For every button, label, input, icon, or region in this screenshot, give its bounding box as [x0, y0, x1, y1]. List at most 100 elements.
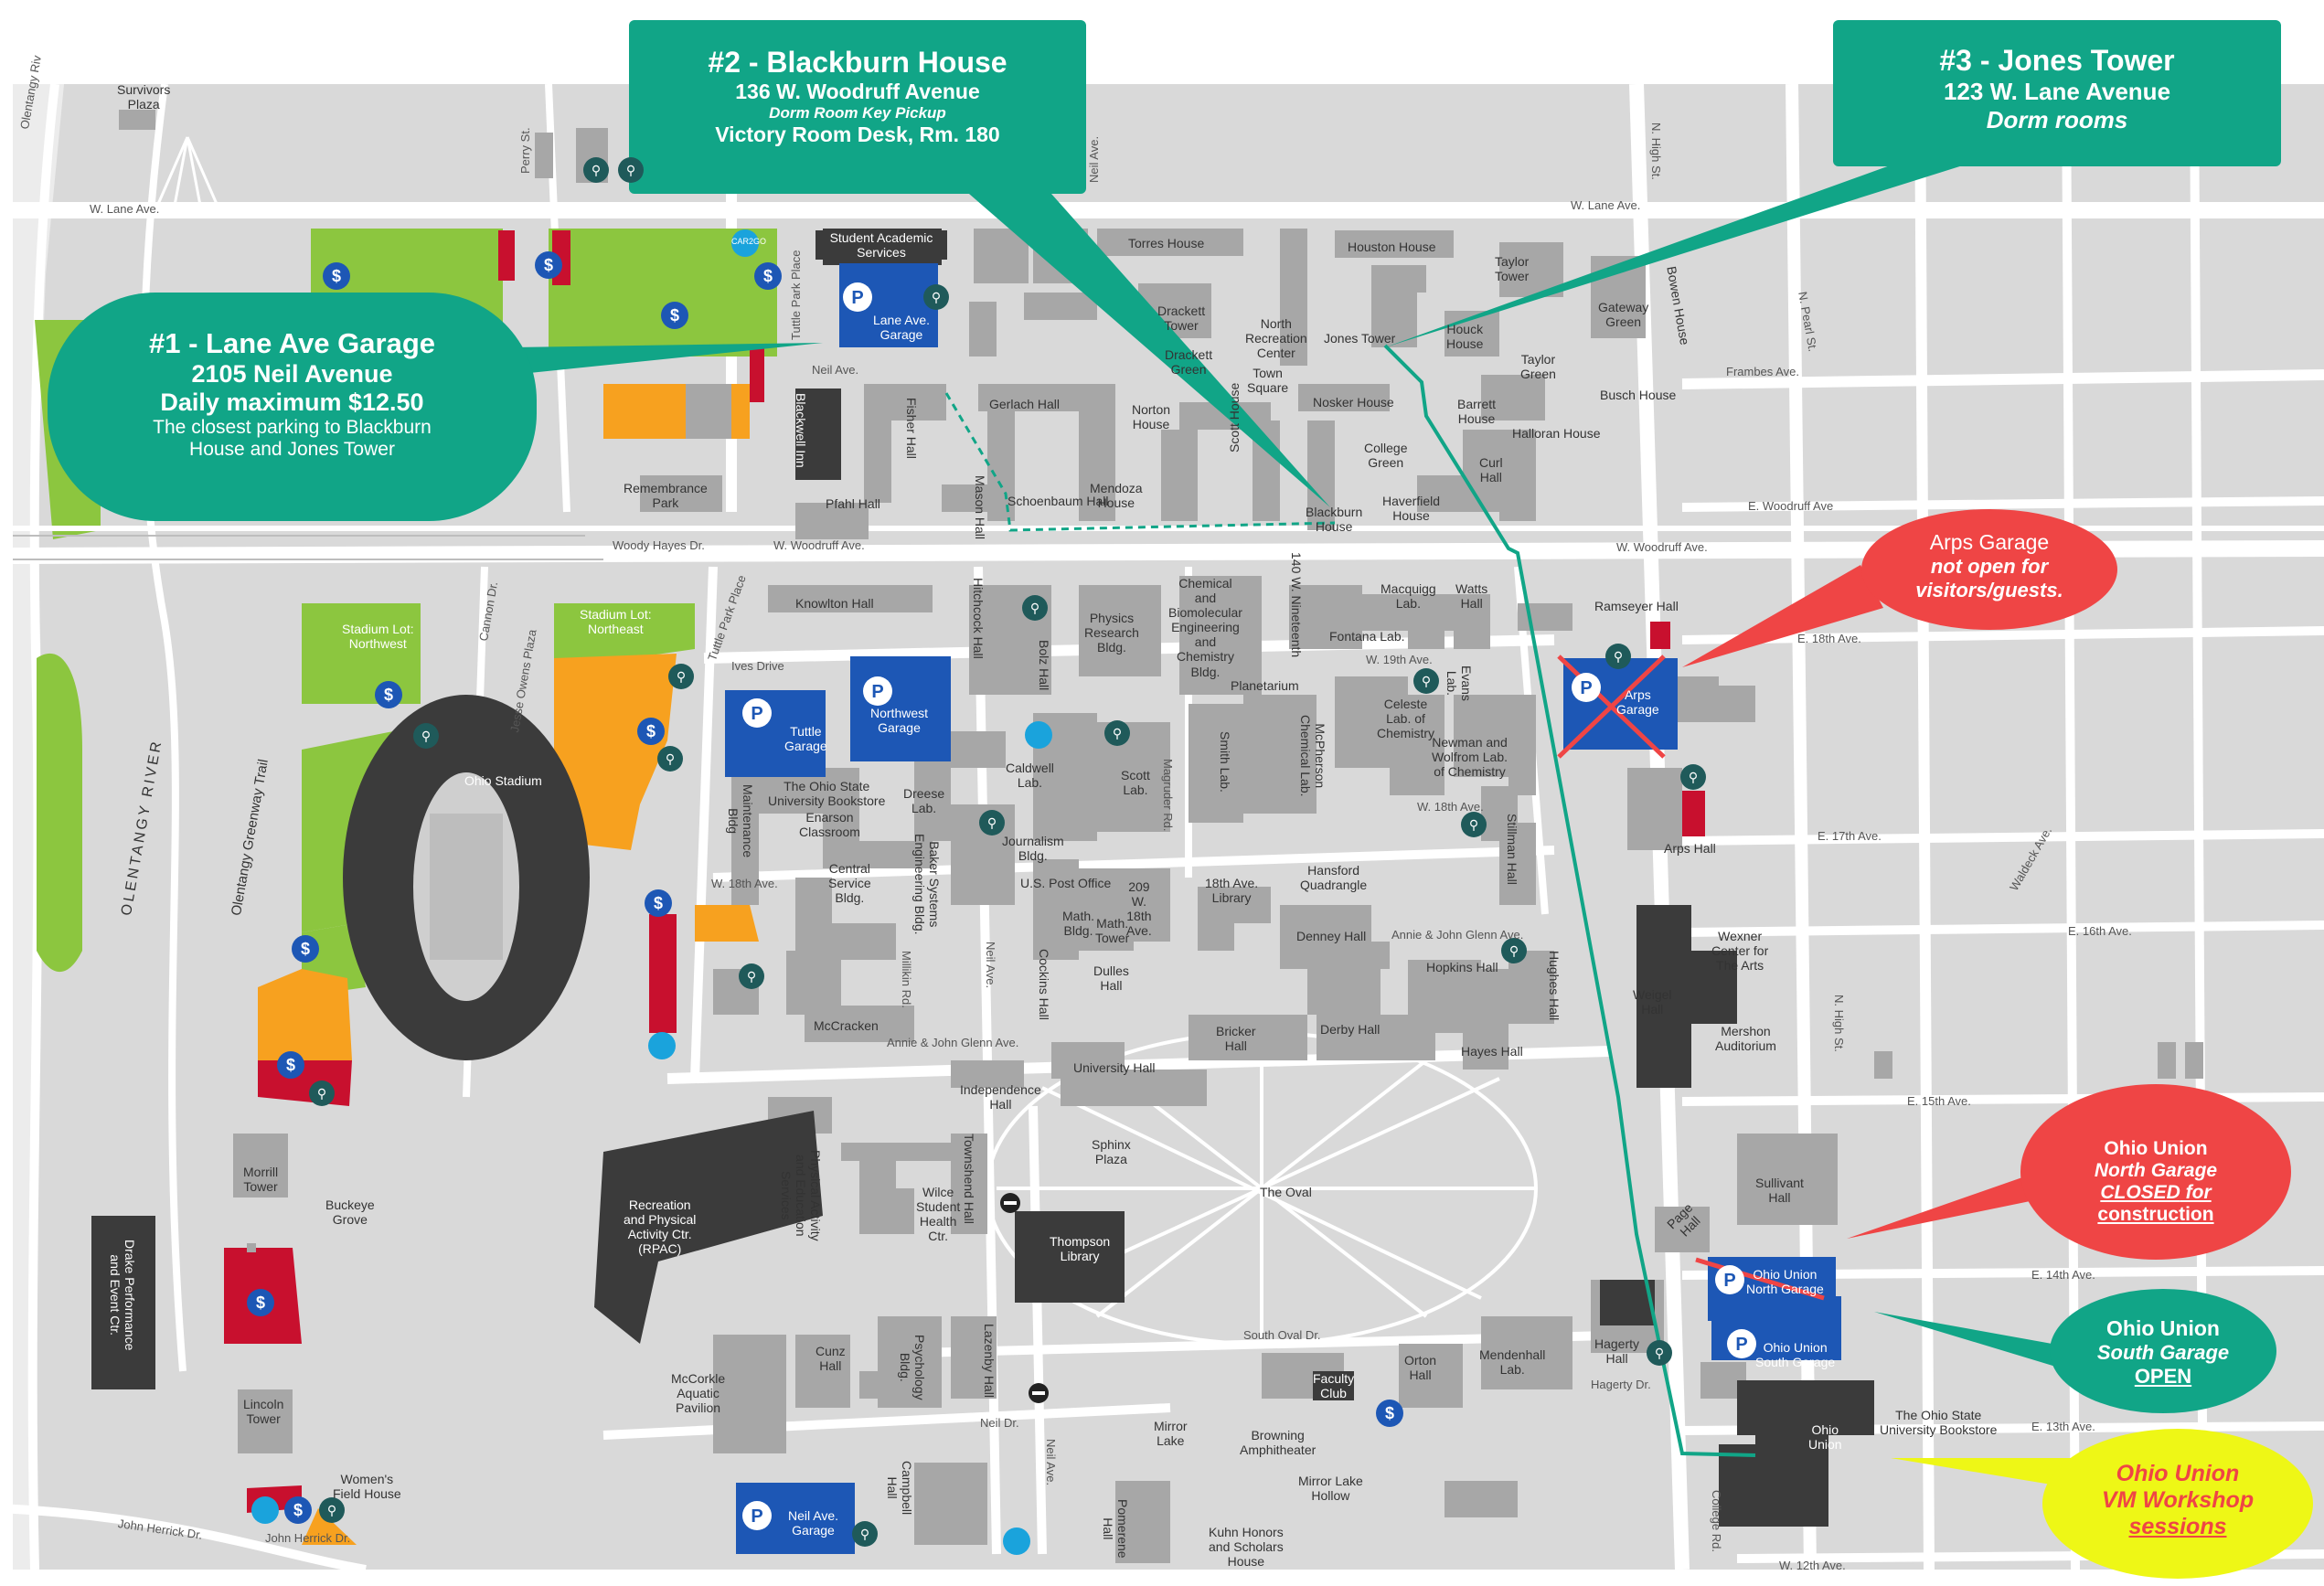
- carshare-icon: [731, 229, 759, 257]
- vm-line2: VM Workshop: [2101, 1487, 2255, 1513]
- walking-route-garage-to-blackburn: [944, 392, 1336, 532]
- svg-text:$: $: [646, 722, 656, 740]
- dollar-icon: $: [535, 251, 562, 279]
- svg-text:⚲: ⚲: [1689, 771, 1698, 785]
- carshare-icon: [1025, 721, 1052, 749]
- dollar-icon: $: [1376, 1400, 1403, 1427]
- parking-icon: P: [1715, 1265, 1744, 1294]
- callout1-address: 2105 Neil Avenue: [191, 360, 393, 388]
- south-line3: OPEN: [2134, 1365, 2192, 1388]
- motorcycle-icon: ⚲: [923, 284, 949, 310]
- dollar-icon: $: [661, 302, 688, 329]
- no-entry-icon: [1029, 1383, 1049, 1403]
- pedestrian-bridge: [137, 136, 238, 212]
- callout1-pointer: [512, 343, 823, 375]
- motorcycle-icon: ⚲: [618, 157, 644, 183]
- svg-text:⚲: ⚲: [626, 164, 635, 178]
- carshare-icon: [1003, 1527, 1030, 1555]
- motorcycle-icon: ⚲: [413, 723, 439, 749]
- svg-text:⚲: ⚲: [1509, 944, 1519, 959]
- callout-vm-workshop-text: Ohio Union VM Workshop sessions: [2042, 1461, 2313, 1540]
- dollar-icon: $: [284, 1496, 312, 1524]
- motorcycle-icon: ⚲: [852, 1521, 878, 1547]
- svg-text:⚲: ⚲: [987, 816, 997, 831]
- dollar-icon: $: [375, 681, 402, 708]
- callout2-pointer: [969, 194, 1330, 507]
- svg-text:⚲: ⚲: [317, 1087, 326, 1102]
- vm-line3: sessions: [2128, 1514, 2227, 1539]
- svg-text:P: P: [751, 1506, 762, 1527]
- callout3-title: #3 - Jones Tower: [1939, 44, 2175, 77]
- svg-text:$: $: [1385, 1404, 1394, 1422]
- dollar-icon: $: [292, 935, 319, 963]
- svg-text:⚲: ⚲: [860, 1527, 869, 1542]
- carshare-icon: [648, 1032, 676, 1059]
- arps-line2: not open for: [1930, 555, 2049, 578]
- svg-text:⚲: ⚲: [1422, 675, 1431, 689]
- svg-text:P: P: [1723, 1271, 1735, 1291]
- svg-text:$: $: [544, 256, 553, 274]
- north-closed: CLOSED: [2100, 1182, 2180, 1203]
- motorcycle-icon: ⚲: [1022, 595, 1048, 621]
- callout-north-garage: [2020, 1084, 2291, 1260]
- motorcycle-icon: ⚲: [1104, 720, 1130, 746]
- svg-text:P: P: [1580, 678, 1592, 698]
- motorcycle-icon: ⚲: [1501, 938, 1527, 963]
- parking-icon: P: [863, 676, 892, 706]
- parking-icon: P: [1572, 673, 1601, 702]
- callout-blackburn-house-text: #2 - Blackburn House 136 W. Woodruff Ave…: [629, 46, 1086, 147]
- callout2-note: Dorm Room Key Pickup: [769, 104, 946, 122]
- svg-text:⚲: ⚲: [677, 670, 686, 685]
- callout-south-garage: [2050, 1289, 2276, 1413]
- north-line2: North Garage: [2094, 1160, 2218, 1181]
- motorcycle-icon: ⚲: [1605, 644, 1631, 669]
- callout3-note: Dorm rooms: [1986, 106, 2128, 133]
- motorcycle-icon: ⚲: [739, 963, 764, 989]
- svg-text:⚲: ⚲: [1655, 1347, 1664, 1361]
- motorcycle-icon: ⚲: [1647, 1340, 1672, 1366]
- arps-closed-x: [1557, 655, 1666, 759]
- callout-arps: [1861, 509, 2117, 630]
- parking-icon: P: [742, 698, 772, 728]
- vm-line1: Ohio Union: [2116, 1461, 2240, 1486]
- callout-blackburn-house: [629, 20, 1086, 194]
- svg-text:P: P: [751, 704, 762, 724]
- tuttle-garage: [725, 690, 826, 777]
- south-pointer: [1874, 1312, 2107, 1382]
- dollar-icon: $: [247, 1289, 274, 1316]
- callout-jones-tower: [1833, 20, 2281, 166]
- dollar-icon: $: [754, 262, 782, 290]
- dollar-icon: $: [637, 718, 665, 745]
- svg-text:$: $: [286, 1056, 295, 1074]
- callout1-note2: House and Jones Tower: [189, 439, 395, 460]
- no-entry-icon-group: [1000, 1193, 1049, 1403]
- callout-lane-ave-garage-text: #1 - Lane Ave Garage 2105 Neil Avenue Da…: [48, 327, 537, 461]
- svg-text:$: $: [384, 686, 393, 704]
- callout2-address: 136 W. Woodruff Avenue: [735, 80, 980, 103]
- north-line4: construction: [2097, 1204, 2214, 1225]
- carshare-icon: [251, 1496, 279, 1524]
- callout1-price: Daily maximum $12.50: [160, 389, 424, 416]
- svg-text:$: $: [654, 894, 663, 912]
- svg-text:$: $: [256, 1293, 265, 1312]
- callout1-title: #1 - Lane Ave Garage: [148, 327, 435, 359]
- dollar-icon: $: [277, 1051, 304, 1079]
- motorcycle-icon: ⚲: [979, 810, 1005, 836]
- callout2-desk: Victory Room Desk, Rm. 180: [715, 122, 1000, 146]
- walking-route-jones-to-union: [1383, 344, 1756, 1457]
- callout1-note1: The closest parking to Blackburn: [153, 417, 432, 438]
- motorcycle-icon: ⚲: [657, 746, 683, 772]
- svg-text:⚲: ⚲: [1614, 650, 1623, 665]
- parking-icon: P: [1727, 1329, 1756, 1358]
- svg-text:$: $: [332, 267, 341, 285]
- svg-text:⚲: ⚲: [1030, 601, 1039, 616]
- south-line1: Ohio Union: [2106, 1316, 2220, 1340]
- svg-text:P: P: [1735, 1335, 1747, 1355]
- arps-line3: visitors/guests.: [1915, 579, 2063, 601]
- callout2-title: #2 - Blackburn House: [708, 46, 1007, 79]
- svg-text:⚲: ⚲: [592, 164, 601, 178]
- callout-lane-ave-garage: [48, 293, 537, 521]
- park-green-river: [37, 653, 82, 973]
- dollar-icon-group: $ $ $ $ $ $ $ $ $ $ $ $: [247, 251, 1403, 1524]
